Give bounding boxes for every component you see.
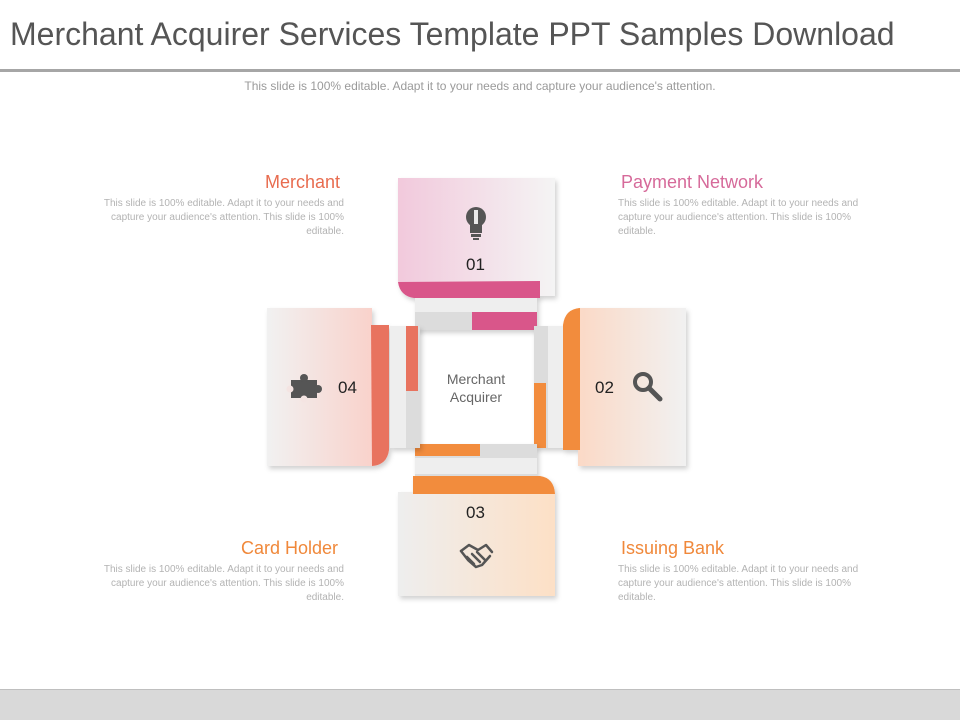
puzzle-icon xyxy=(286,374,322,403)
step-04-number: 04 xyxy=(338,378,357,397)
handshake-icon xyxy=(459,543,494,569)
center-label: Merchant Acquirer xyxy=(428,370,524,406)
slide-title: Merchant Acquirer Services Template PPT … xyxy=(10,16,895,52)
card-holder-body: This slide is 100% editable. Adapt it to… xyxy=(103,564,344,603)
step-01-number: 01 xyxy=(466,255,485,274)
merchant-heading: Merchant xyxy=(264,172,340,192)
lightbulb-icon xyxy=(466,207,486,240)
issuing-bank-body: This slide is 100% editable. Adapt it to… xyxy=(618,564,859,603)
merchant-body: This slide is 100% editable. Adapt it to… xyxy=(103,198,344,237)
center-label-line1: Merchant xyxy=(446,371,506,387)
step-03-number: 03 xyxy=(466,503,485,522)
step-01-block xyxy=(398,178,555,330)
center-label-line2: Acquirer xyxy=(449,389,503,405)
payment-network-heading: Payment Network xyxy=(621,172,764,192)
slide-subtitle: This slide is 100% editable. Adapt it to… xyxy=(244,79,716,93)
title-divider xyxy=(0,69,960,72)
search-icon xyxy=(633,372,663,402)
issuing-bank-heading: Issuing Bank xyxy=(621,538,725,558)
step-02-number: 02 xyxy=(595,378,614,397)
card-holder-heading: Card Holder xyxy=(240,538,338,558)
step-03-block xyxy=(398,444,555,596)
payment-network-body: This slide is 100% editable. Adapt it to… xyxy=(618,198,859,237)
step-02-block xyxy=(534,308,686,466)
footer-bar xyxy=(0,690,960,720)
